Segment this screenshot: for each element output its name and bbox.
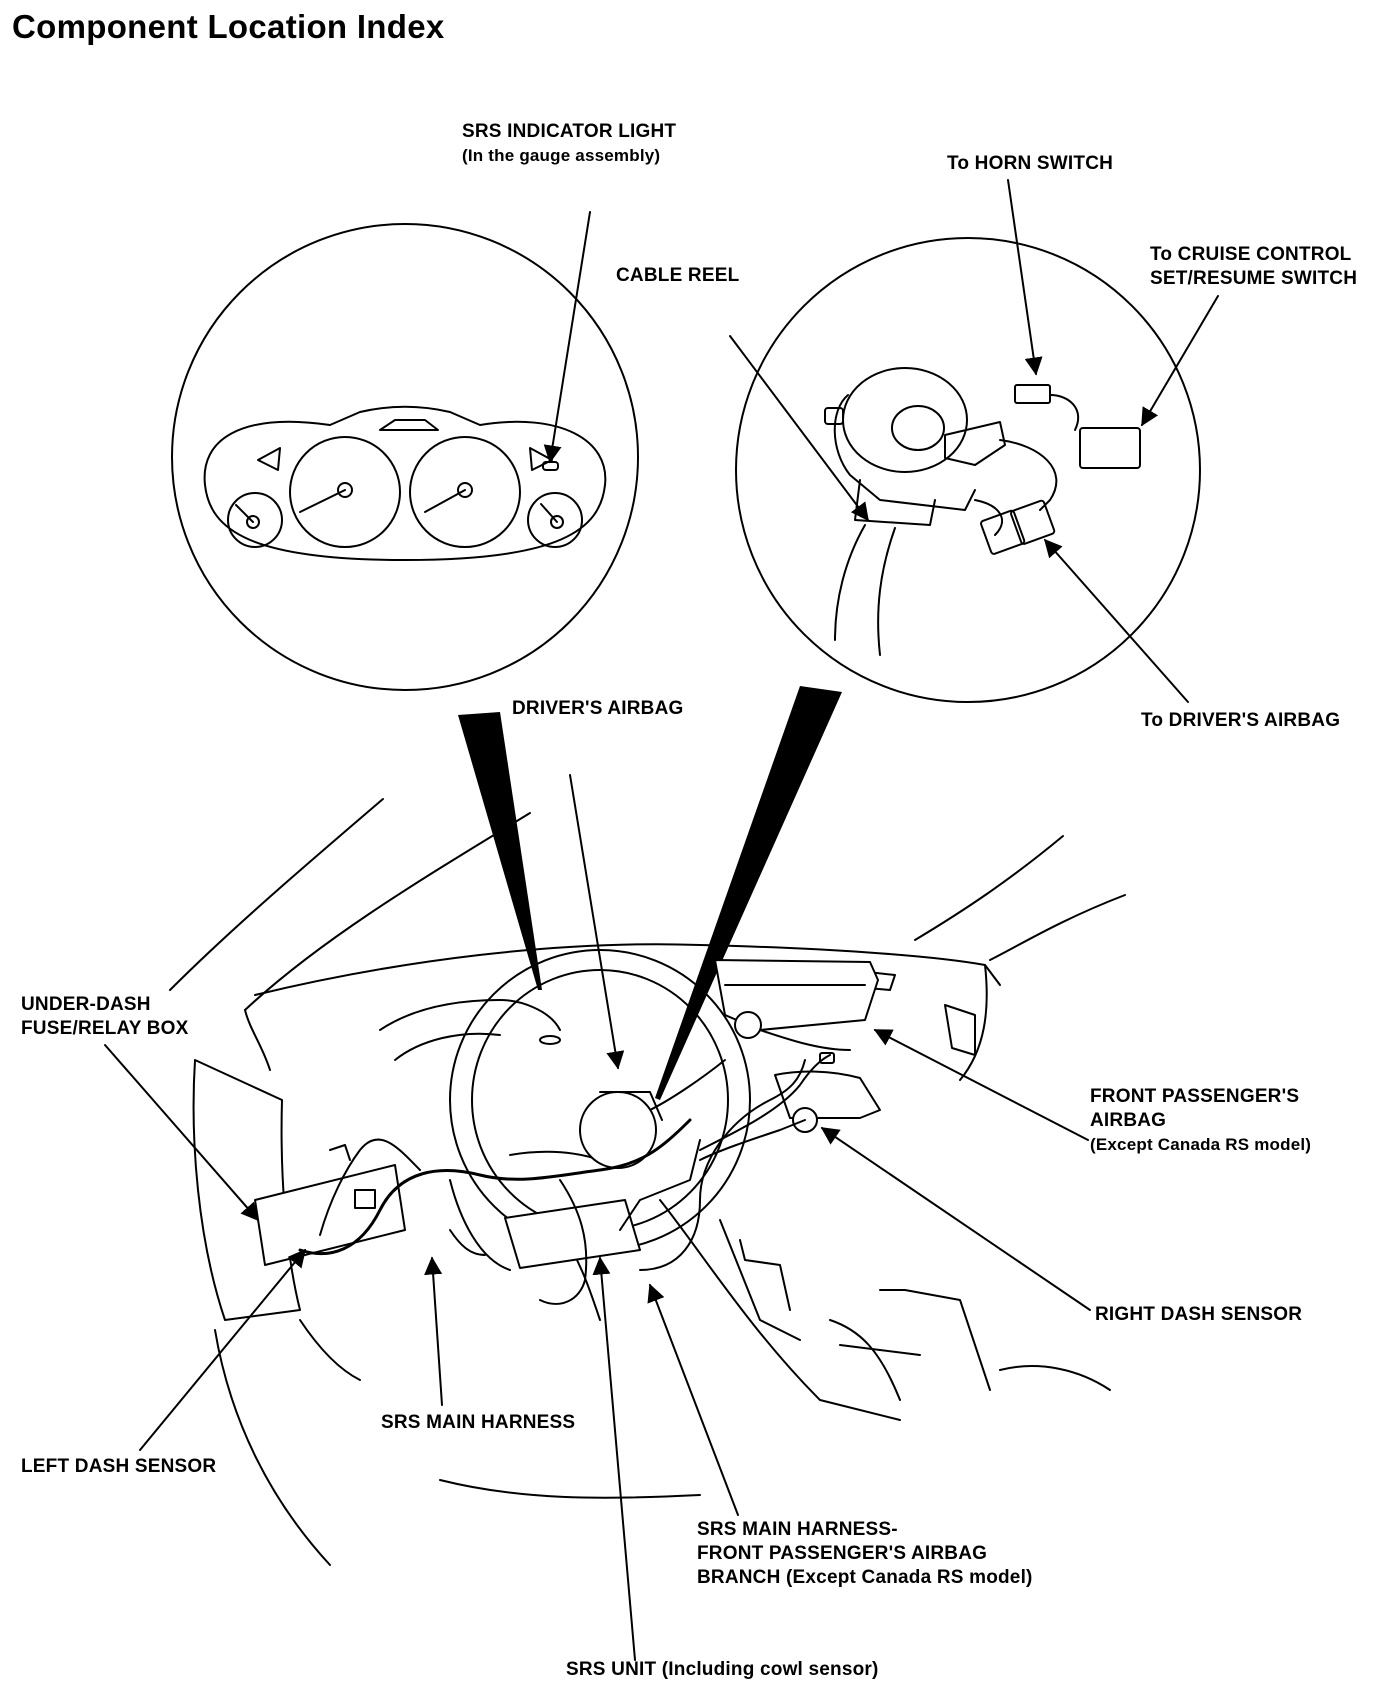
leader-lines — [104, 179, 1219, 1661]
passenger-airbag-module — [714, 959, 879, 1031]
dashboard-view — [169, 798, 1126, 1566]
right-dash-sensor-leader — [820, 1127, 1091, 1311]
gauge-detail-circle — [171, 223, 639, 691]
left-callout-wedge — [458, 712, 542, 990]
to-drivers-airbag-leader — [1044, 538, 1189, 703]
srs-indicator-leader — [543, 211, 591, 464]
horn-switch-leader — [1007, 179, 1043, 376]
harness-branch-leader — [647, 1283, 739, 1516]
right-callout-wedge — [655, 686, 842, 1100]
under-dash-fuse-leader — [104, 1044, 259, 1222]
label-srs-indicator-light: SRS INDICATOR LIGHT (In the gauge assemb… — [462, 121, 677, 165]
page-title: Component Location Index — [12, 8, 445, 45]
under-dash-fuse-box — [254, 1164, 406, 1266]
label-srs-unit: SRS UNIT (Including cowl sensor) — [566, 1659, 879, 1680]
front-passenger-airbag-leader — [873, 1029, 1089, 1141]
cable-reel-detail-circle — [735, 237, 1201, 703]
srs-unit-leader — [592, 1256, 636, 1661]
label-drivers-airbag: DRIVER'S AIRBAG — [512, 698, 684, 719]
label-to-drivers-airbag: To DRIVER'S AIRBAG — [1141, 710, 1341, 731]
label-right-dash-sensor: RIGHT DASH SENSOR — [1095, 1304, 1303, 1325]
label-srs-main-harness-branch: SRS MAIN HARNESS- FRONT PASSENGER'S AIRB… — [697, 1519, 1033, 1588]
srs-main-harness-leader — [424, 1256, 443, 1406]
label-to-horn-switch: To HORN SWITCH — [947, 153, 1114, 174]
label-to-cruise-control: To CRUISE CONTROL SET/RESUME SWITCH — [1150, 244, 1358, 289]
srs-unit — [504, 1199, 641, 1269]
cable-reel-leader — [729, 335, 869, 522]
gauge-cluster-detail — [171, 223, 639, 691]
cable-reel-detail — [735, 237, 1201, 703]
label-under-dash-fuse-relay-box: UNDER-DASH FUSE/RELAY BOX — [21, 994, 189, 1039]
label-cable-reel: CABLE REEL — [616, 265, 740, 286]
label-left-dash-sensor: LEFT DASH SENSOR — [21, 1456, 217, 1477]
cruise-control-leader — [1141, 295, 1219, 427]
srs-main-harness-wire — [298, 1118, 692, 1256]
drivers-airbag-leader — [569, 774, 625, 1070]
gauge-bezel — [203, 405, 607, 561]
left-dash-sensor-leader — [139, 1248, 306, 1451]
label-srs-main-harness: SRS MAIN HARNESS — [381, 1412, 576, 1433]
label-front-passenger-airbag: FRONT PASSENGER'S AIRBAG (Except Canada … — [1090, 1086, 1312, 1154]
